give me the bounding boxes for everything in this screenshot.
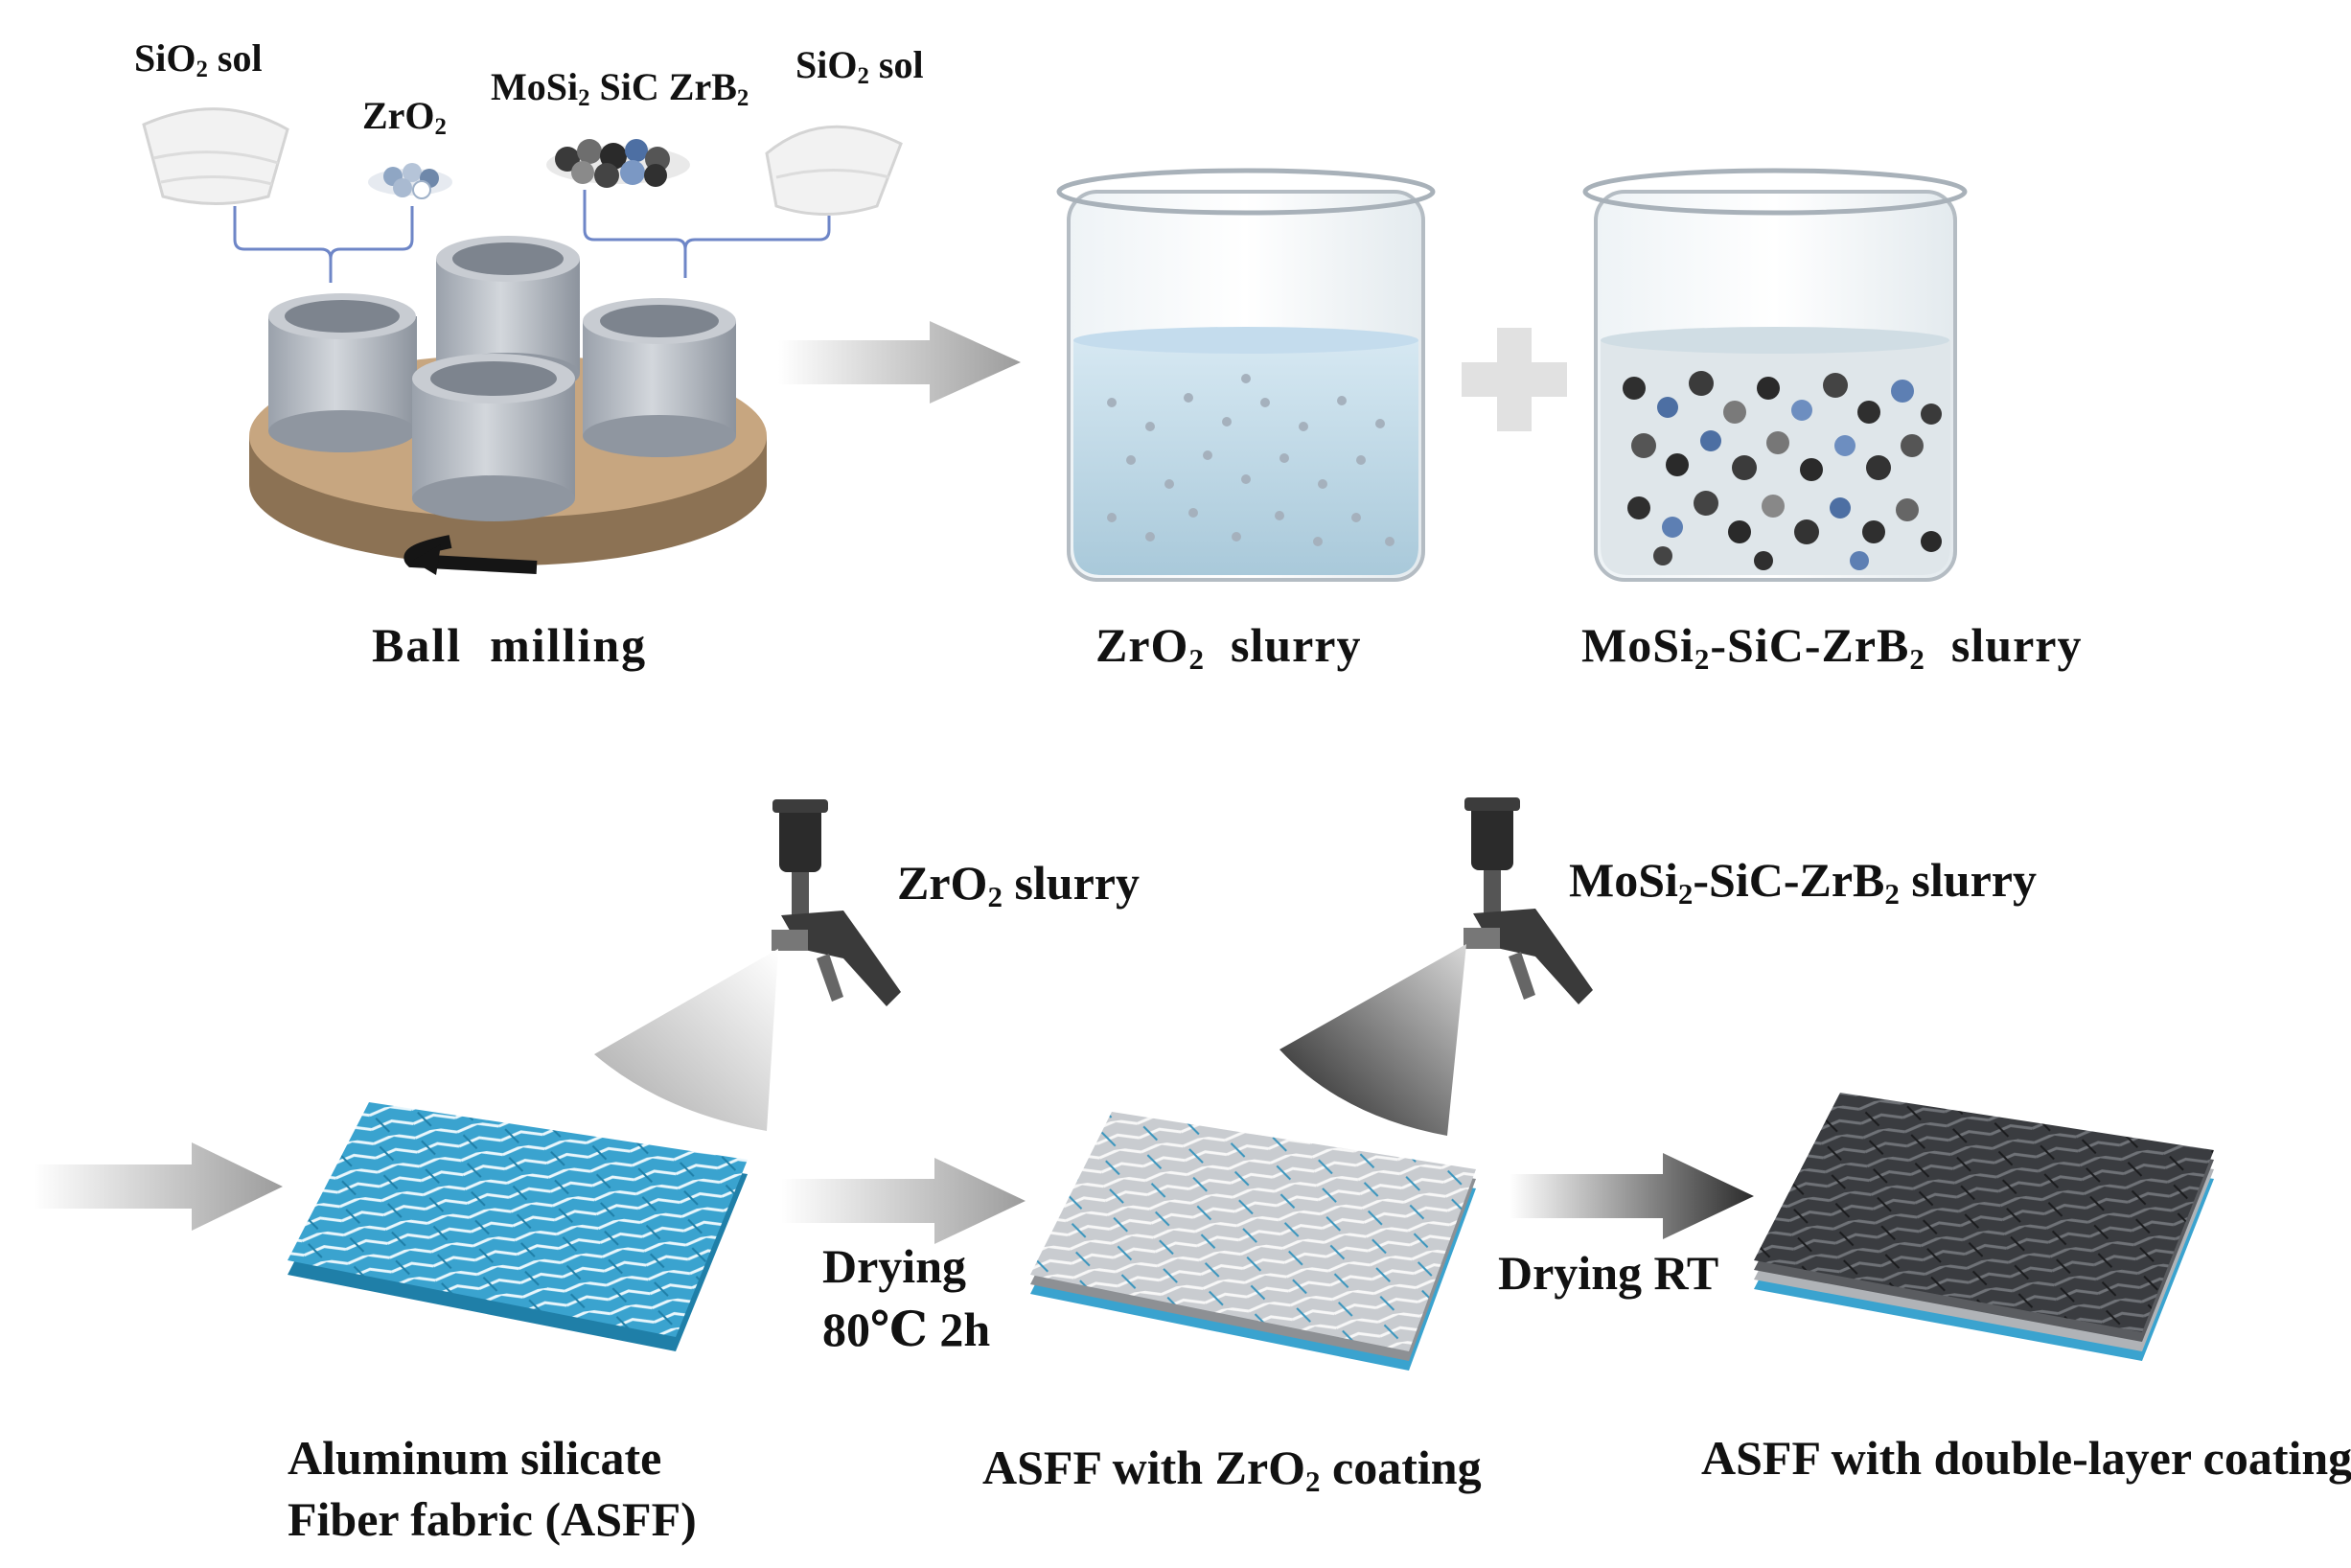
asff-label: Aluminum silicate Fiber fabric (ASFF) bbox=[288, 1431, 697, 1546]
spray-cone bbox=[1279, 944, 1466, 1136]
composite-slurry-beaker-icon bbox=[1582, 168, 1968, 582]
asff-zro2-label: ASFF with ZrO2 coating bbox=[982, 1441, 1482, 1498]
spray1-label: ZrO2 slurry bbox=[897, 856, 1140, 913]
zro2-slurry-beaker-icon bbox=[1056, 168, 1436, 582]
milling-jar bbox=[412, 354, 575, 521]
asff-double-layer-fabric-icon bbox=[1754, 1093, 2214, 1361]
spray-gun-icon bbox=[772, 799, 901, 1006]
drying2-label: Drying RT bbox=[1498, 1246, 1719, 1300]
process-arrow bbox=[781, 1158, 1026, 1244]
process-arrow bbox=[778, 321, 1021, 404]
spray-gun-icon bbox=[1464, 797, 1593, 1004]
sio2-sol-label-right: SiO2 sol bbox=[795, 43, 924, 90]
sio2-sol-cup-left-icon bbox=[142, 107, 289, 205]
asff-zro2-coated-fabric-icon bbox=[1030, 1112, 1476, 1371]
spray2-label: MoSi2-SiC-ZrB2 slurry bbox=[1569, 853, 2037, 911]
process-arrow bbox=[1510, 1153, 1754, 1239]
mixed-powder-label: MoSi2 SiC ZrB2 bbox=[491, 65, 749, 112]
sio2-sol-cup-right-icon bbox=[765, 125, 903, 216]
zro2-powder-label: ZrO2 bbox=[362, 94, 447, 141]
spray-cone bbox=[594, 949, 778, 1131]
mixed-powder-particles-icon bbox=[546, 139, 690, 188]
milling-jar bbox=[583, 298, 736, 457]
drying1-label: Drying 80℃ 2h bbox=[822, 1239, 991, 1356]
ball-mill-icon bbox=[249, 236, 767, 575]
composite-slurry-label: MoSi2-SiC-ZrB2 slurry bbox=[1581, 618, 2083, 676]
zro2-slurry-label: ZrO2 slurry bbox=[1095, 618, 1362, 676]
zro2-particles-icon bbox=[368, 163, 452, 199]
asff-double-label: ASFF with double-layer coating bbox=[1701, 1431, 2351, 1485]
sio2-sol-label-left: SiO2 sol bbox=[134, 36, 263, 83]
milling-jar bbox=[268, 293, 417, 452]
feed-lines bbox=[233, 190, 831, 283]
process-arrow bbox=[34, 1142, 283, 1231]
ball-milling-label: Ball milling bbox=[372, 618, 648, 672]
plus-icon bbox=[1462, 328, 1567, 431]
asff-fabric-icon bbox=[288, 1102, 748, 1351]
